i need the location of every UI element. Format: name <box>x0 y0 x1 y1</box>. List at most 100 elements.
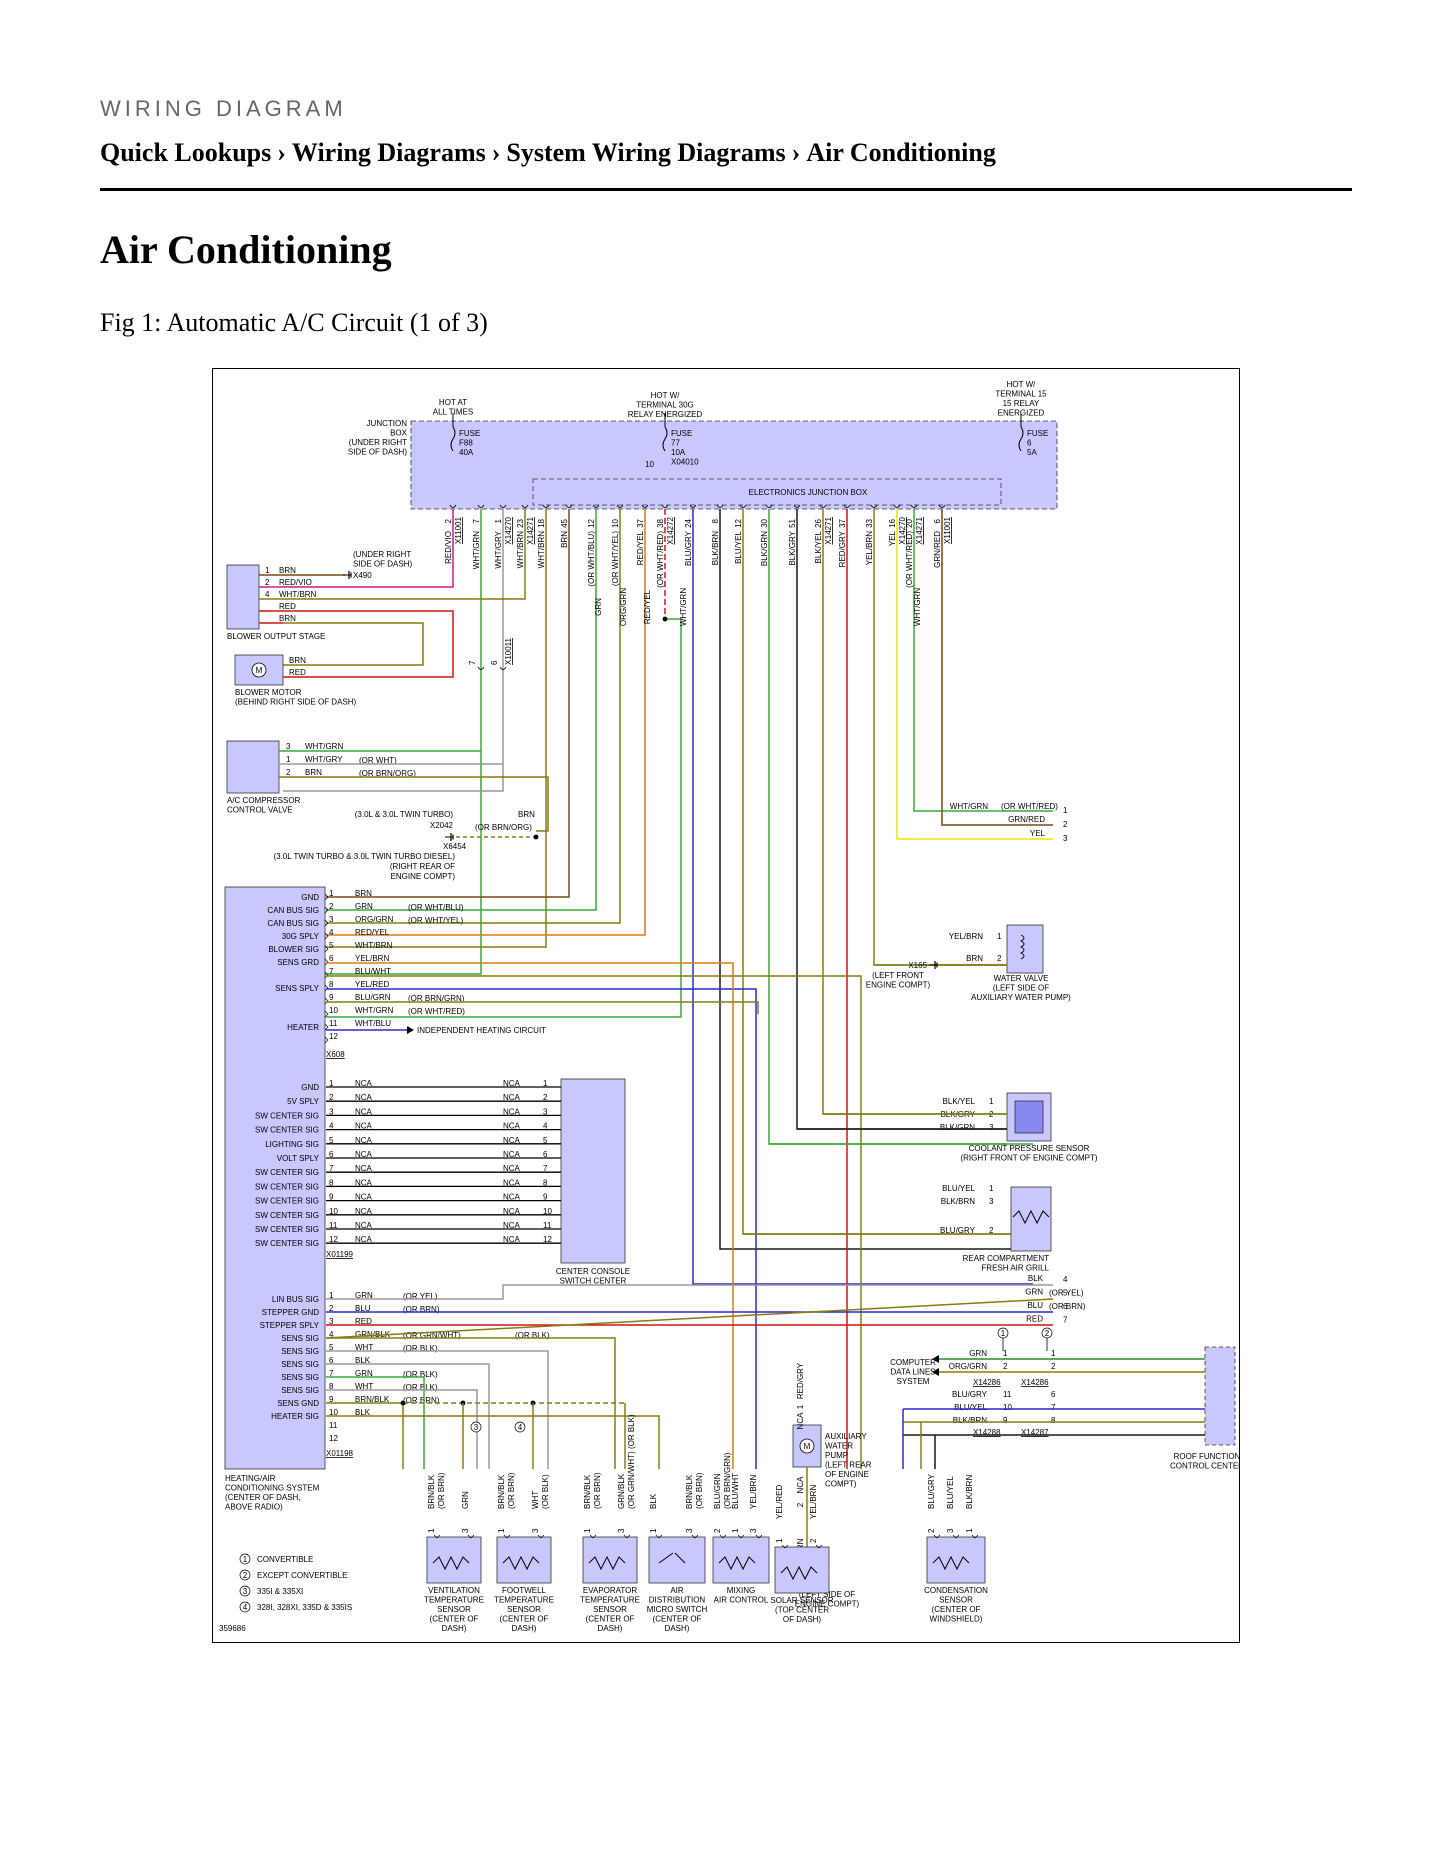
pin-connector-icon <box>819 504 827 508</box>
wire-color-label: GRN <box>355 1291 373 1300</box>
wire-blk-brn <box>719 509 1033 1250</box>
fuse-f88-label: FUSE <box>459 429 480 438</box>
pin-number: 16 <box>888 518 897 527</box>
pin-number: 1 <box>775 1538 784 1543</box>
pin-number: 7 <box>329 967 334 976</box>
wire-color-label: BLU/WHT <box>355 967 391 976</box>
wire-color-label: (OR WHT/RED) <box>656 531 665 588</box>
wire-color-label: NCA <box>503 1136 521 1145</box>
wire-color-label: (OR WHT/RED) <box>905 531 914 588</box>
pin-connector-icon <box>716 504 724 508</box>
connector-id: X14272 <box>666 516 675 544</box>
wire-color-label: BLU <box>1027 1301 1043 1310</box>
pin-number: 1 <box>796 1404 805 1409</box>
pin-connector-icon <box>661 504 669 508</box>
component-label: (CENTER OF <box>586 1615 635 1624</box>
wire-color-label: GRN <box>969 1349 987 1358</box>
signal-label: 5V SPLY <box>287 1097 320 1106</box>
pin-connector-icon <box>324 1010 329 1018</box>
pin-number: 2 <box>286 768 291 777</box>
wire-alt-label: (OR BRN/ORG) <box>359 769 416 778</box>
wire-color-label: NCA <box>503 1207 521 1216</box>
component-label: SENSOR <box>939 1596 973 1605</box>
wire-color-label: NCA <box>503 1122 521 1131</box>
pin-number: 12 <box>543 1235 552 1244</box>
pin-connector-icon <box>691 1534 699 1539</box>
wire-color-label: YEL/BRN <box>809 1485 818 1519</box>
component-label: AUXILIARY WATER PUMP) <box>971 993 1071 1002</box>
wire-grn-red <box>941 509 1053 826</box>
fuse-6-label: 5A <box>1027 448 1037 457</box>
wire-color-label: GRN/BLK <box>617 1473 626 1509</box>
breadcrumb-air-conditioning[interactable]: Air Conditioning <box>806 138 996 167</box>
pin-connector-icon <box>781 1544 789 1549</box>
breadcrumb-quick-lookups[interactable]: Quick Lookups <box>100 138 272 167</box>
wire-color-label: NCA <box>503 1193 521 1202</box>
wire-wht-8 <box>326 1389 478 1469</box>
pin-number: 10 <box>611 518 620 527</box>
pin-connector-icon <box>324 958 329 966</box>
arrow-icon <box>932 1355 939 1363</box>
wire-color-label: BLU/WHT <box>731 1473 740 1509</box>
wire-yel-brn-6 <box>326 962 734 1469</box>
pin-number: 1 <box>329 1291 334 1300</box>
connector-id: X01199 <box>326 1250 354 1259</box>
signal-label: SW CENTER SIG <box>255 1211 319 1220</box>
wire-color-label: BLU/GRN <box>355 993 391 1002</box>
wire-color-label: GRN <box>594 598 603 616</box>
wire-alt-label: (OR BRN) <box>1049 1302 1086 1311</box>
note-circle <box>239 1585 251 1597</box>
ground-note: (LEFT SIDE OF <box>799 1590 855 1599</box>
wire-lin-grn <box>326 1284 1053 1300</box>
note-number: 2 <box>1045 1329 1050 1338</box>
ground-note: (LEFT FRONT <box>872 971 924 980</box>
wire-color-label: (OR WHT/YEL) <box>611 531 620 586</box>
ac-compressor-box <box>226 740 280 794</box>
wire-color-label: RED <box>289 668 306 677</box>
wire-alt-label: (OR BRN/GRN) <box>408 994 465 1003</box>
wire-color-label: WHT <box>531 1491 540 1509</box>
breadcrumb-system-wiring-diagrams[interactable]: System Wiring Diagrams <box>506 138 786 167</box>
wire-color-label: NCA <box>503 1107 521 1116</box>
component-label: (LEFT REAR <box>825 1461 872 1470</box>
signal-label: CAN BUS SIG <box>267 919 319 928</box>
wire-wht-5 <box>326 1350 549 1469</box>
component-label: SENSOR <box>437 1605 471 1614</box>
component-label: MICRO SWITCH <box>647 1605 708 1614</box>
breadcrumb-wiring-diagrams[interactable]: Wiring Diagrams <box>291 138 486 167</box>
wire-color-label: BRN/BLK <box>497 1474 506 1509</box>
wire-color-label: BRN <box>289 656 306 665</box>
component-label: TEMPERATURE <box>580 1596 640 1605</box>
pin-connector-icon <box>324 932 329 940</box>
pin-number: 37 <box>636 518 645 527</box>
signal-label: CAN BUS SIG <box>267 906 319 915</box>
fuse-77-label: 77 <box>671 439 680 448</box>
pin-number: 7 <box>472 518 481 523</box>
pin-connector-icon <box>499 504 507 508</box>
splice-dot <box>662 616 668 622</box>
wire-color-label: BLU/GRY <box>684 530 693 566</box>
wire-color-label: WHT/GRN <box>305 742 343 751</box>
breadcrumb-separator: › <box>491 138 501 167</box>
wire-color-label: BRN <box>560 531 569 548</box>
pin-number: 2 <box>543 1093 548 1102</box>
note-number: 4 <box>243 1603 248 1612</box>
ground-note: ENGINE COMPT) <box>795 1600 860 1609</box>
signal-label: SENS GND <box>277 1399 319 1408</box>
component-label: PUMP <box>825 1451 848 1460</box>
wire-alt-label: (OR WHT/RED) <box>1001 802 1058 811</box>
pin-number: 1 <box>965 1528 974 1533</box>
wire-alt-label: (OR BRN) <box>507 1472 516 1509</box>
component-label: VENTILATION <box>428 1586 480 1595</box>
wire-color-label: YEL <box>888 530 897 546</box>
sensor-box <box>496 1536 552 1584</box>
pin-number: 1 <box>989 1097 994 1106</box>
motor-icon-letter: M <box>804 1442 811 1451</box>
note-number: 3 <box>474 1423 479 1432</box>
pin-connector-icon <box>324 971 329 979</box>
wire-color-label: NCA <box>355 1079 373 1088</box>
pin-number: 7 <box>1051 1403 1056 1412</box>
wire-blk-6 <box>326 1363 490 1469</box>
pin-connector-icon <box>689 504 697 508</box>
component-label: HEATING/AIR <box>225 1474 276 1483</box>
